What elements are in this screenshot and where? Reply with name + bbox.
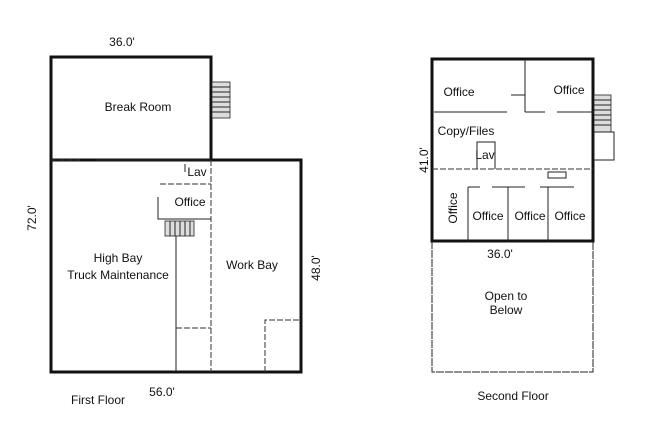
second-floor-outline	[430, 57, 595, 243]
room-label-copy-files: Copy/Files	[438, 124, 495, 138]
dimension-right: 48.0'	[309, 255, 323, 281]
room-label-open-to: Open to	[485, 289, 528, 303]
dimension-bottom: 56.0'	[149, 385, 175, 399]
room-label-high-bay: High Bay	[94, 251, 143, 265]
room-label-office: Office	[553, 83, 584, 97]
room-label-lav: Lav	[187, 165, 206, 179]
second-floor-title: Second Floor	[477, 389, 548, 403]
dimension-left: 72.0'	[25, 205, 39, 231]
room-label-break-room: Break Room	[105, 100, 172, 114]
first-floor-plan: 36.0' 72.0' 48.0' 56.0' First Floor Brea…	[25, 35, 323, 407]
room-label-office: Office	[514, 209, 545, 223]
room-label-office: Office	[472, 209, 503, 223]
room-label-office-vertical: Office	[446, 192, 460, 223]
open-to-below-outline	[431, 241, 594, 373]
lav-wall	[476, 141, 496, 169]
first-floor-title: First Floor	[71, 393, 125, 407]
stair-treads	[169, 221, 191, 236]
room-label-office: Office	[443, 85, 474, 99]
room-label-truck-maintenance: Truck Maintenance	[67, 268, 169, 282]
corner-room-wall	[264, 319, 301, 372]
dimension-bottom: 36.0'	[487, 247, 513, 261]
room-label-lav: Lav	[475, 148, 494, 162]
dimension-left: 41.0'	[417, 147, 431, 173]
lower-building-outline	[49, 158, 303, 374]
dimension-top: 36.0'	[109, 35, 135, 49]
stair-landing	[593, 131, 615, 161]
room-label-work-bay: Work Bay	[226, 258, 278, 272]
office-wall	[157, 197, 211, 220]
second-floor-plan: Office Office Copy/Files Lav Office Offi…	[417, 57, 615, 403]
stair-treads	[212, 86, 230, 113]
exterior-stairs	[593, 94, 612, 133]
fixture	[547, 171, 567, 179]
exterior-stairs	[211, 81, 231, 119]
room-label-office: Office	[174, 195, 205, 209]
stair-treads	[594, 99, 611, 126]
room-label-office: Office	[554, 209, 585, 223]
room-label-below: Below	[490, 303, 523, 317]
